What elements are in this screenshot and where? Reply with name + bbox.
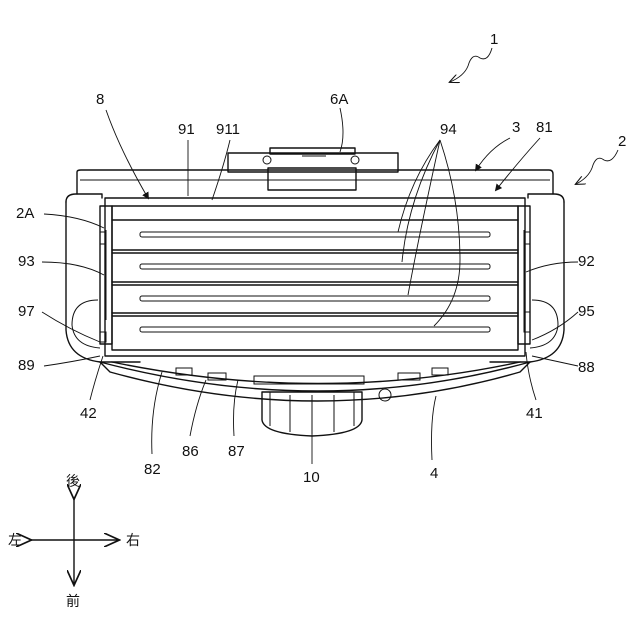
label-4: 4: [430, 465, 438, 482]
label-1: 1: [490, 31, 498, 48]
label-87: 87: [228, 443, 245, 460]
top-mount-6A: [228, 148, 398, 190]
leader-lines: [42, 48, 618, 464]
direction-left-label: 左: [8, 533, 22, 549]
panel-8: [100, 198, 530, 356]
label-911: 911: [216, 121, 240, 138]
label-2: 2: [618, 133, 626, 150]
direction-compass: 後 前 左 右: [8, 474, 140, 610]
label-97: 97: [18, 303, 35, 320]
direction-back-label: 後: [66, 474, 80, 490]
label-94: 94: [440, 121, 457, 138]
label-88: 88: [578, 359, 595, 376]
label-86: 86: [182, 443, 199, 460]
label-2A: 2A: [16, 205, 34, 222]
direction-front-label: 前: [66, 593, 80, 610]
label-92: 92: [578, 253, 595, 270]
reference-labels: 1 2 3 81 6A 8 91 911 94 2A 93 97 89 42 8…: [16, 31, 626, 486]
label-95: 95: [578, 303, 595, 320]
label-82: 82: [144, 461, 161, 478]
label-6A: 6A: [330, 91, 348, 108]
label-93: 93: [18, 253, 35, 270]
label-42: 42: [80, 405, 97, 422]
label-91: 91: [178, 121, 195, 138]
direction-right-label: 右: [126, 533, 140, 549]
label-10: 10: [303, 469, 320, 486]
label-41: 41: [526, 405, 543, 422]
label-89: 89: [18, 357, 35, 374]
label-8: 8: [96, 91, 104, 108]
label-3: 3: [512, 119, 520, 136]
label-81: 81: [536, 119, 553, 136]
